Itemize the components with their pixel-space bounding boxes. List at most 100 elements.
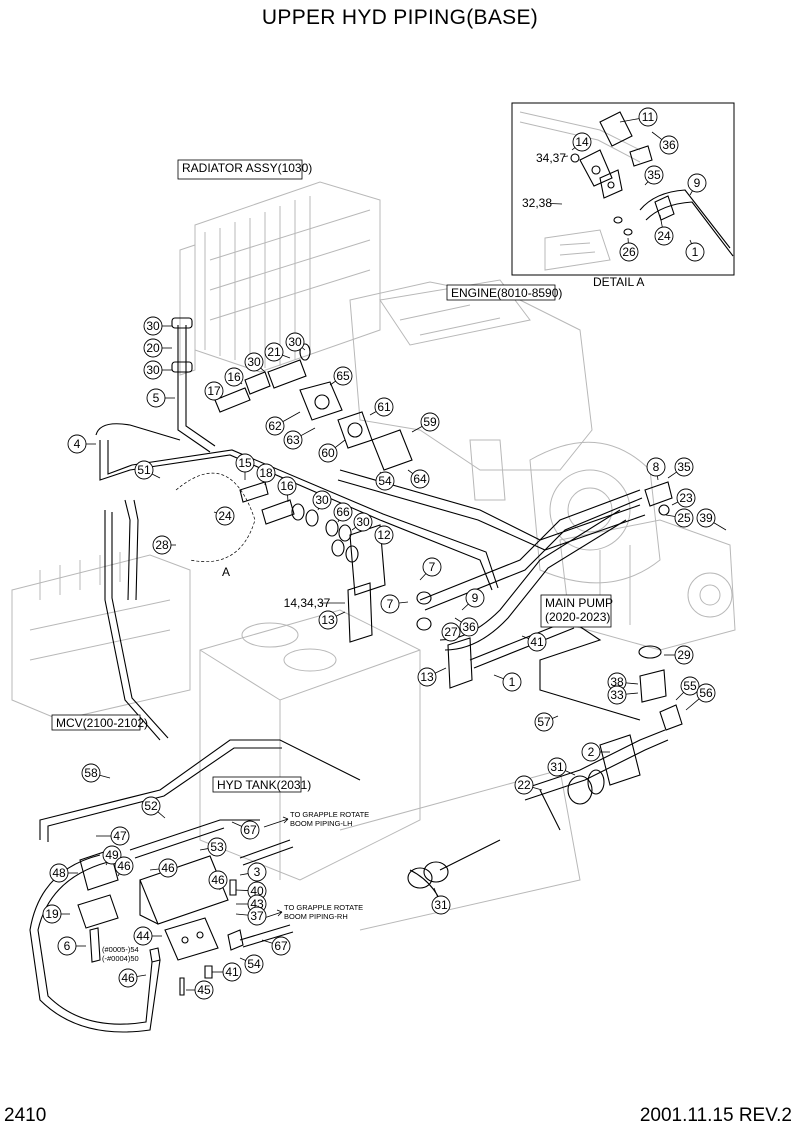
callout-label: 12 [377, 528, 391, 542]
callout-83: 41 [212, 962, 242, 982]
label-text: RADIATOR ASSY(1030) [182, 161, 312, 175]
callout-82: 46 [118, 968, 147, 988]
note-text: BOOM PIPING-RH [284, 912, 348, 921]
callout-label: 31 [550, 760, 564, 774]
callout-label: 30 [315, 493, 329, 507]
callout-1: 11 [619, 107, 658, 127]
callout-label: 46 [211, 873, 225, 887]
callout-51: 41 [521, 632, 547, 652]
callout-label: 22 [517, 778, 531, 792]
callout-label: 21 [267, 345, 281, 359]
callout-label: 52 [144, 799, 158, 813]
callout-25: 60 [318, 439, 346, 463]
callout-label: 8 [653, 460, 660, 474]
callout-43: 12 [374, 525, 394, 545]
callout-label: 46 [161, 861, 175, 875]
callout-label: 64 [413, 472, 427, 486]
callout-36: 8 [646, 457, 666, 481]
callout-6: 9 [687, 173, 707, 196]
callout-label: 30 [288, 335, 302, 349]
callout-64: 49 [102, 845, 122, 866]
callout-7: 32,38 [522, 196, 563, 210]
callout-label: 5 [153, 391, 160, 405]
callout-66: 53 [199, 837, 227, 857]
callout-39: 25 [665, 508, 694, 528]
callout-75: 2 [581, 742, 610, 762]
callout-79: 6 [57, 936, 86, 956]
callout-label: 34,37 [536, 151, 566, 165]
label-text: (2020-2023) [545, 610, 610, 624]
callout-label: 20 [146, 341, 160, 355]
callout-label: 29 [677, 648, 691, 662]
callout-65: 46 [114, 856, 134, 877]
callout-label: 45 [197, 983, 211, 997]
callout-30: 16 [277, 476, 297, 503]
fittings [77, 343, 683, 996]
revision-date: 2001.11.15 REV.2 [639, 1105, 792, 1126]
callout-54: 29 [664, 645, 694, 665]
callout-60: 58 [81, 763, 111, 783]
callout-73: 22 [514, 775, 543, 795]
callout-label: 37 [250, 909, 264, 923]
callout-50: 36 [454, 617, 479, 637]
callout-33: 30 [351, 512, 373, 532]
callout-label: 16 [280, 479, 294, 493]
callout-label: 2 [588, 745, 595, 759]
callout-17: 30 [285, 332, 306, 352]
callout-85: 31 [431, 887, 451, 915]
callout-label: 17 [207, 384, 221, 398]
callout-label: 46 [121, 971, 135, 985]
callout-22: 62 [265, 411, 301, 436]
callout-40: 39 [696, 508, 727, 531]
callout-label: 33 [610, 688, 624, 702]
note-text: BOOM PIPING-LH [290, 819, 353, 828]
callout-42: 28 [152, 535, 176, 555]
hyd-tank-illustration [199, 609, 581, 931]
page-number: 2410 [4, 1105, 47, 1126]
callout-67: 3 [239, 862, 267, 882]
callout-label: 49 [105, 848, 119, 862]
callout-3: 14 [571, 132, 592, 152]
callout-label: 6 [64, 939, 71, 953]
callout-46: 9 [461, 588, 485, 611]
detail-a-frame [511, 102, 735, 276]
callout-label: 13 [420, 670, 434, 684]
callout-4: 34,37 [536, 151, 569, 165]
callout-label: 13 [321, 613, 335, 627]
label-text: MAIN PUMP [545, 596, 613, 610]
callout-20: 65 [329, 366, 353, 386]
label-mcv: MCV(2100-2102) [51, 714, 148, 731]
callout-59: 57 [534, 712, 559, 732]
callout-12: 20 [143, 338, 172, 358]
callout-32: 66 [333, 502, 353, 523]
callout-label: 48 [52, 866, 66, 880]
callout-37: 35 [667, 457, 694, 479]
callout-label: 14,34,37 [284, 596, 331, 610]
detail-a-marker-label: A [222, 565, 230, 579]
hose-routing [29, 317, 669, 1033]
callout-label: 16 [227, 370, 241, 384]
label-text: MCV(2100-2102) [56, 716, 148, 730]
page-title: UPPER HYD PIPING(BASE) [261, 6, 539, 29]
label-text: ENGINE(8010-8590) [451, 286, 562, 300]
callout-label: 9 [694, 176, 701, 190]
callout-label: 11 [642, 110, 655, 124]
callout-label: 30 [247, 355, 261, 369]
callout-label: 30 [146, 363, 160, 377]
callout-label: 24 [218, 509, 232, 523]
callout-label: 35 [647, 168, 661, 182]
callout-34: 54 [375, 471, 395, 491]
callout-label: 1 [509, 675, 516, 689]
note-text: (#0005-)54 [102, 945, 139, 954]
callout-label: 31 [434, 898, 448, 912]
callout-52: 1 [493, 672, 522, 692]
callout-24: 61 [369, 397, 394, 417]
callout-label: 44 [136, 929, 150, 943]
callout-label: 58 [84, 766, 98, 780]
note-text: TO GRAPPLE ROTATE [290, 810, 369, 819]
callout-label: 28 [155, 538, 169, 552]
callout-15: 21 [264, 342, 291, 362]
callout-label: 56 [699, 686, 713, 700]
